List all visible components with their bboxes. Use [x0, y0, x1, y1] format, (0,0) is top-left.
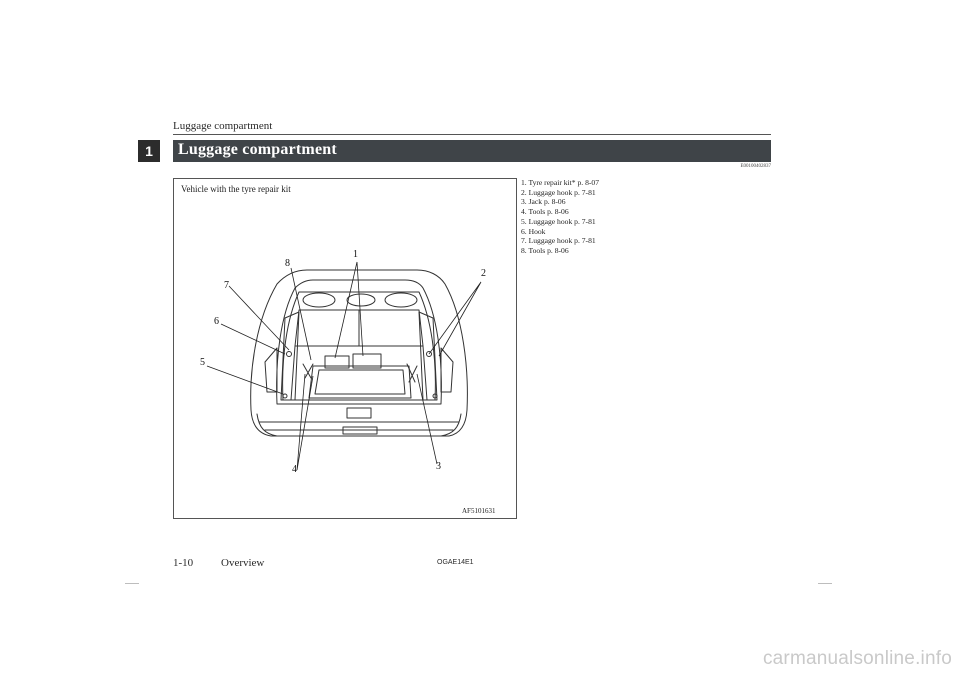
footer-section-name: Overview [221, 557, 265, 569]
callout-4: 4 [292, 464, 297, 475]
leader-2 [428, 281, 482, 357]
callout-2: 2 [481, 268, 486, 279]
leader-1 [334, 261, 364, 359]
leader-6 [220, 323, 286, 355]
callout-7: 7 [224, 280, 229, 291]
leader-3 [416, 373, 438, 465]
leader-7 [228, 285, 290, 351]
tailgate-opening [276, 279, 442, 405]
rear-bumper [258, 421, 460, 431]
list-item: 7. Luggage hook p. 7-81 [521, 236, 596, 246]
list-item: 3. Jack p. 8-06 [521, 197, 566, 207]
leader-8 [290, 267, 312, 361]
figure-code: AF5101631 [462, 507, 496, 515]
callout-3: 3 [436, 461, 441, 472]
cargo-floor [290, 345, 428, 401]
footer-document-code: OGAE14E1 [437, 559, 474, 566]
car-body-outline [250, 269, 468, 437]
reference-code: E00100402837 [740, 164, 771, 169]
section-title: Luggage compartment [178, 141, 337, 158]
list-item: 2. Luggage hook p. 7-81 [521, 187, 596, 197]
under-floor-box [308, 365, 412, 399]
list-item: 8. Tools p. 8-06 [521, 245, 569, 255]
list-item: 6. Hook [521, 226, 546, 236]
leader-5 [206, 365, 284, 395]
list-item: 4. Tools p. 8-06 [521, 207, 569, 217]
leader-4 [296, 373, 314, 471]
header-rule [173, 134, 771, 135]
component-list: 1. Tyre repair kit* p. 8-07 2. Luggage h… [521, 178, 599, 256]
callout-5: 5 [200, 357, 205, 368]
section-title-bar [173, 140, 771, 162]
luggage-compartment-illustration [206, 261, 482, 471]
callout-6: 6 [214, 316, 219, 327]
figure-frame [173, 178, 517, 519]
list-item: 5. Luggage hook p. 7-81 [521, 216, 596, 226]
chapter-tab: 1 [138, 140, 160, 162]
crop-mark [818, 583, 832, 584]
callout-1: 1 [353, 249, 358, 260]
callout-8: 8 [285, 258, 290, 269]
running-head: Luggage compartment [173, 120, 273, 132]
crop-mark [125, 583, 139, 584]
figure-caption: Vehicle with the tyre repair kit [181, 184, 291, 194]
list-item: 1. Tyre repair kit* p. 8-07 [521, 178, 599, 187]
watermark: carmanualsonline.info [762, 648, 952, 669]
footer-page-number: 1-10 [173, 557, 194, 569]
